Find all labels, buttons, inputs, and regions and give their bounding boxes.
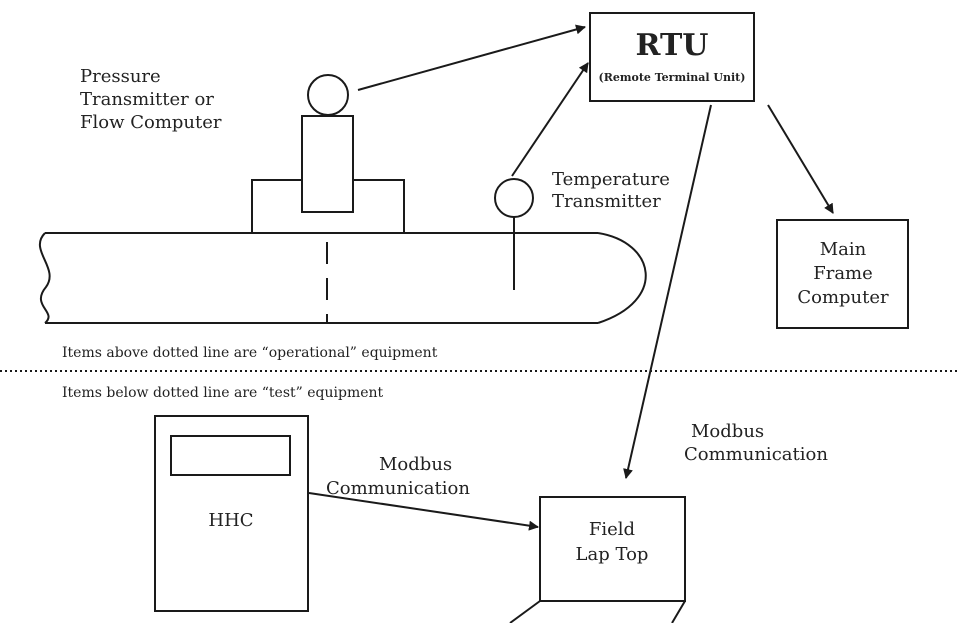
label-mainframe-line2: Frame <box>813 263 873 284</box>
arrow-rtu-to-mainframe <box>767 104 834 214</box>
arrow-hhc-to-laptop <box>308 492 539 531</box>
label-temperature-line1: Temperature <box>552 169 670 190</box>
label-pressure-line3: Flow Computer <box>80 112 222 133</box>
rtu-subtitle: (Remote Terminal Unit) <box>599 71 746 84</box>
rtu-title: RTU <box>636 28 709 63</box>
label-pressure-line1: Pressure <box>80 66 161 87</box>
label-mainframe-line3: Computer <box>797 287 889 308</box>
arrow-rtu-to-laptop <box>623 104 712 479</box>
transmitter-body <box>301 115 354 213</box>
pipe-right-end <box>597 232 647 324</box>
transmitter-gauge <box>307 74 349 116</box>
laptop-screen <box>539 496 686 602</box>
temperature-gauge <box>494 178 534 218</box>
arrow-pressure-to-rtu <box>357 24 586 91</box>
label-mainframe-line1: Main <box>820 239 867 260</box>
label-modbus-right-line2: Communication <box>684 444 828 465</box>
pipe-left-break <box>38 232 51 324</box>
label-laptop-line2: Lap Top <box>576 544 649 565</box>
hhc-device <box>154 415 309 612</box>
arrow-temperature-to-rtu <box>511 62 589 177</box>
label-modbus-left-line1: Modbus <box>379 454 452 475</box>
hhc-screen <box>170 435 291 476</box>
mainframe-box <box>776 219 909 329</box>
label-laptop-line1: Field <box>589 519 635 540</box>
laptop <box>509 496 686 623</box>
note-below-line: Items below dotted line are “test” equip… <box>62 385 384 401</box>
note-above-line: Items above dotted line are “operational… <box>62 345 438 361</box>
label-modbus-left-line2: Communication <box>326 478 470 499</box>
pressure-transmitter <box>251 74 405 234</box>
rtu-box <box>589 12 755 102</box>
label-modbus-right-line1: Modbus <box>691 421 764 442</box>
laptop-keyboard <box>509 600 686 623</box>
connections <box>308 24 834 531</box>
temperature-transmitter <box>494 178 534 290</box>
pipe <box>38 232 647 324</box>
label-hhc: HHC <box>208 510 253 531</box>
label-temperature-line2: Transmitter <box>552 191 661 212</box>
label-pressure-line2: Transmitter or <box>80 89 214 110</box>
